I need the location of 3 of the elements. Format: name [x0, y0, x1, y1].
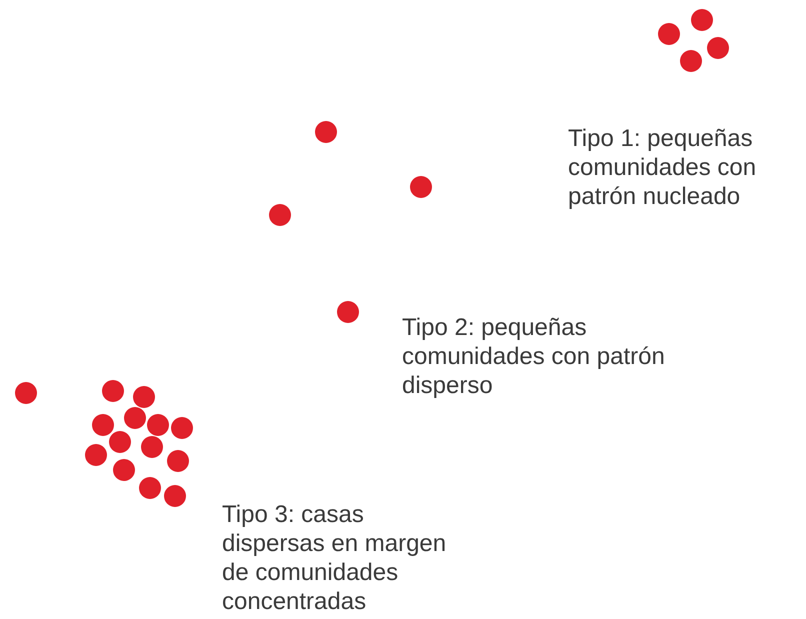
type-description: Tipo 3: casas dispersas en margen de comunidades concentradas — [222, 500, 448, 616]
type-description: Tipo 1: pequeñas comunidades con patrón nucleado — [568, 124, 758, 211]
type-description: Tipo 2: pequeñas comunidades con patrón disperso — [402, 313, 666, 400]
